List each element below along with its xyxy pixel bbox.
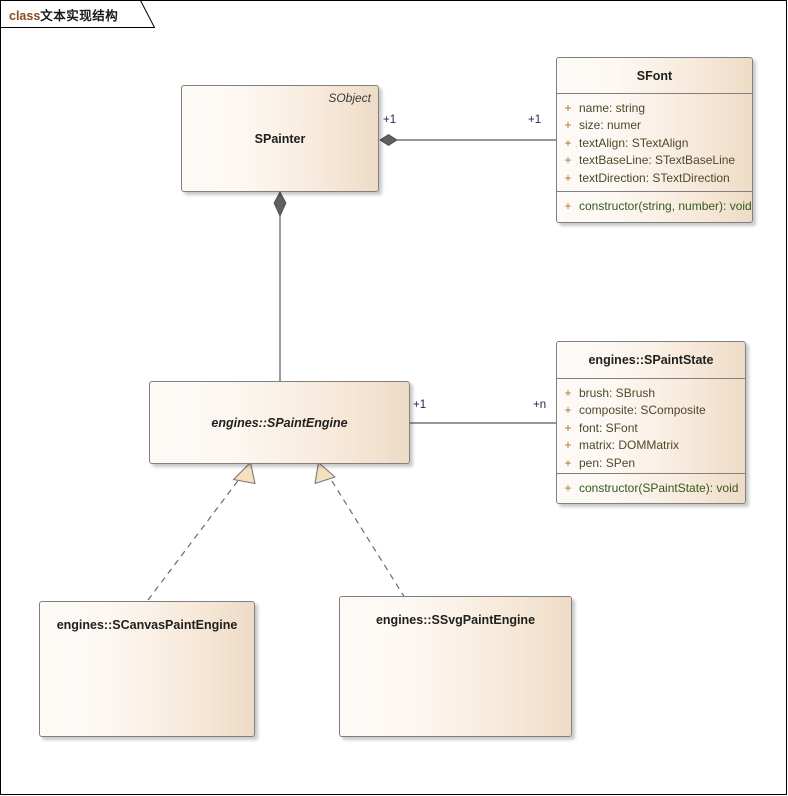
class-header-ssvgpaintengine: engines::SSvgPaintEngine xyxy=(340,597,571,736)
class-name-spaintstate: engines::SPaintState xyxy=(588,353,714,367)
visibility-marker: + xyxy=(564,153,572,168)
operation-row: + constructor(SPaintState): void xyxy=(557,479,745,497)
visibility-marker: + xyxy=(564,198,572,213)
visibility-marker: + xyxy=(564,118,572,133)
attribute-row: + name: string xyxy=(557,99,752,117)
attribute-row: + textBaseLine: STextBaseLine xyxy=(557,152,752,170)
class-header-spaintengine: engines::SPaintEngine xyxy=(150,382,409,463)
class-header-scanvaspaintengine: engines::SCanvasPaintEngine xyxy=(40,602,254,736)
visibility-marker: + xyxy=(564,480,572,495)
class-operations-spaintstate: + constructor(SPaintState): void xyxy=(557,473,745,503)
title-tab-shape xyxy=(0,0,155,28)
class-box-spaintengine[interactable]: engines::SPaintEngine xyxy=(149,381,410,464)
diagram-title: class文本实现结构 xyxy=(9,5,118,24)
visibility-marker: + xyxy=(564,455,572,470)
class-attributes-sfont: + name: string + size: numer + textAlign… xyxy=(557,93,752,191)
diagram-title-tab[interactable]: class文本实现结构 xyxy=(0,0,155,28)
class-attributes-spaintstate: + brush: SBrush + composite: SComposite … xyxy=(557,378,745,473)
class-name-ssvgpaintengine: engines::SSvgPaintEngine xyxy=(375,613,536,627)
class-name-spaintengine: engines::SPaintEngine xyxy=(211,415,348,430)
class-header-spainter: SObject SPainter xyxy=(182,86,378,191)
attribute-label: textBaseLine: STextBaseLine xyxy=(579,153,736,168)
multiplicity-engine-state-target: +n xyxy=(533,399,547,411)
visibility-marker: + xyxy=(564,135,572,150)
relation-svg-realizes-engine xyxy=(314,461,406,599)
multiplicity-engine-state-source: +1 xyxy=(413,399,427,411)
attribute-label: textDirection: STextDirection xyxy=(579,170,730,185)
attribute-label: textAlign: STextAlign xyxy=(579,135,689,150)
class-box-spainter[interactable]: SObject SPainter xyxy=(181,85,379,192)
attribute-label: font: SFont xyxy=(579,420,638,435)
class-box-sfont[interactable]: SFont + name: string + size: numer + tex… xyxy=(556,57,753,223)
operation-label: constructor(SPaintState): void xyxy=(579,480,739,495)
class-header-sfont: SFont xyxy=(557,58,752,93)
attribute-label: matrix: DOMMatrix xyxy=(579,438,679,453)
multiplicity-painter-font-source: +1 xyxy=(383,114,397,126)
class-stereotype-spainter: SObject xyxy=(328,91,371,105)
class-operations-sfont: + constructor(string, number): void xyxy=(557,191,752,222)
visibility-marker: + xyxy=(564,438,572,453)
multiplicity-painter-font-target: +1 xyxy=(528,114,542,126)
attribute-label: name: string xyxy=(579,100,646,115)
visibility-marker: + xyxy=(564,170,572,185)
operation-label: constructor(string, number): void xyxy=(579,198,752,213)
relation-painter-engine xyxy=(273,191,287,382)
attribute-row: + textAlign: STextAlign xyxy=(557,134,752,152)
attribute-label: size: numer xyxy=(579,118,642,133)
class-name-spainter: SPainter xyxy=(254,131,306,146)
class-box-scanvaspaintengine[interactable]: engines::SCanvasPaintEngine xyxy=(39,601,255,737)
attribute-label: pen: SPen xyxy=(579,455,636,470)
relation-painter-font xyxy=(379,134,556,146)
class-box-ssvgpaintengine[interactable]: engines::SSvgPaintEngine xyxy=(339,596,572,737)
attribute-label: brush: SBrush xyxy=(579,385,656,400)
operation-row: + constructor(string, number): void xyxy=(557,197,752,215)
attribute-row: + pen: SPen xyxy=(557,454,745,472)
attribute-row: + font: SFont xyxy=(557,419,745,437)
diagram-title-label: 文本实现结构 xyxy=(40,8,119,23)
visibility-marker: + xyxy=(564,403,572,418)
relation-canvas-realizes-engine xyxy=(147,461,256,601)
class-box-spaintstate[interactable]: engines::SPaintState + brush: SBrush + c… xyxy=(556,341,746,504)
attribute-row: + size: numer xyxy=(557,117,752,135)
visibility-marker: + xyxy=(564,385,572,400)
class-header-spaintstate: engines::SPaintState xyxy=(557,342,745,378)
attribute-row: + textDirection: STextDirection xyxy=(557,169,752,187)
visibility-marker: + xyxy=(564,100,572,115)
attribute-row: + composite: SComposite xyxy=(557,402,745,420)
diagram-title-keyword: class xyxy=(9,8,41,23)
visibility-marker: + xyxy=(564,420,572,435)
class-name-scanvaspaintengine: engines::SCanvasPaintEngine xyxy=(56,618,238,632)
attribute-row: + brush: SBrush xyxy=(557,384,745,402)
attribute-row: + matrix: DOMMatrix xyxy=(557,437,745,455)
class-name-sfont: SFont xyxy=(636,68,673,83)
attribute-label: composite: SComposite xyxy=(579,403,706,418)
